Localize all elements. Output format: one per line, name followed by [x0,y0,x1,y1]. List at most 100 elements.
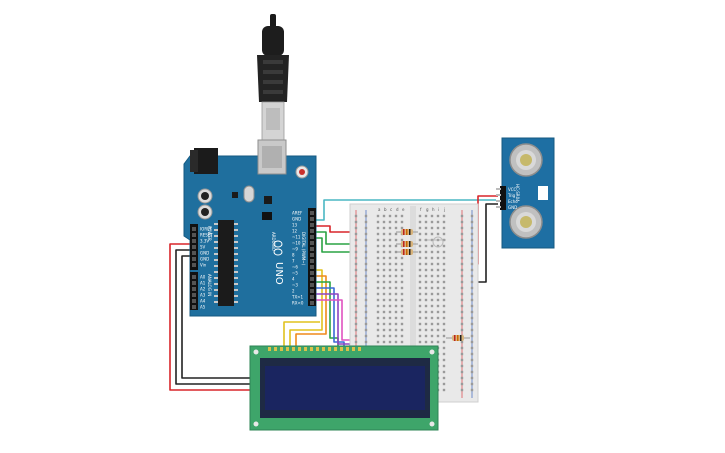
lcd-pin[interactable] [304,347,307,351]
breadboard-hole [364,262,368,266]
power-pin[interactable] [192,227,196,231]
breadboard-hole [400,316,404,320]
lcd-pin[interactable] [334,347,337,351]
sensor-pin-label: Trig [507,193,516,198]
wire-gnd-black-2 [181,255,250,379]
breadboard-hole [460,310,464,314]
lcd-pin[interactable] [310,347,313,351]
chip-leg [234,235,238,237]
analog-pin-label: A0 [200,275,206,280]
digital-pin[interactable] [310,301,314,305]
analog-pin[interactable] [192,287,196,291]
breadboard-hole [442,358,446,362]
breadboard-hole [418,238,422,242]
digital-pin[interactable] [310,277,314,281]
power-pin[interactable] [192,257,196,261]
analog-pin[interactable] [192,281,196,285]
digital-pin[interactable] [310,235,314,239]
breadboard-hole [470,316,474,320]
power-pin[interactable] [192,239,196,243]
breadboard-hole [436,310,440,314]
wire-orange-lcd [295,275,327,348]
power-pin[interactable] [192,263,196,267]
lcd-pin[interactable] [280,347,283,351]
breadboard-hole [442,370,446,374]
chip-leg [214,271,218,273]
breadboard-hole [388,340,392,344]
digital-pin[interactable] [310,223,314,227]
analog-pin[interactable] [192,305,196,309]
breadboard-hole [382,238,386,242]
lcd-pin[interactable] [340,347,343,351]
breadboard-hole [460,352,464,356]
digital-pin-label: 13 [292,223,298,228]
breadboard-hole [442,256,446,260]
digital-pin[interactable] [310,283,314,287]
breadboard-hole [382,250,386,254]
lcd-pin[interactable] [286,347,289,351]
breadboard-hole [460,226,464,230]
breadboard-hole [400,328,404,332]
analog-pin[interactable] [192,293,196,297]
breadboard-hole [400,214,404,218]
sensor-pin[interactable] [496,194,501,196]
digital-pin[interactable] [310,247,314,251]
sensor-pin[interactable] [496,206,501,208]
sensor-pin[interactable] [496,188,501,190]
digital-pin[interactable] [310,271,314,275]
analog-pin[interactable] [192,299,196,303]
breadboard-hole [388,244,392,248]
power-pin[interactable] [192,233,196,237]
digital-pin[interactable] [310,241,314,245]
breadboard-hole [460,280,464,284]
power-pin[interactable] [192,251,196,255]
breadboard-hole [424,244,428,248]
digital-pin[interactable] [310,259,314,263]
lcd-pin[interactable] [268,347,271,351]
digital-pin[interactable] [310,229,314,233]
breadboard-hole [442,382,446,386]
digital-pin[interactable] [310,253,314,257]
chip-leg [234,223,238,225]
breadboard-hole [376,220,380,224]
lcd-pin[interactable] [316,347,319,351]
lcd-pin[interactable] [358,347,361,351]
usb-cable [257,14,289,141]
digital-pin[interactable] [310,211,314,215]
chip-leg [214,289,218,291]
power-pin-label: Vin [200,263,207,268]
lcd-pin[interactable] [298,347,301,351]
breadboard-hole [424,256,428,260]
breadboard-hole [470,256,474,260]
digital-pin[interactable] [310,289,314,293]
power-pin-label: RESET [200,233,213,238]
breadboard-hole [442,328,446,332]
digital-pin[interactable] [310,295,314,299]
sensor-pin[interactable] [496,200,501,202]
lcd-pin[interactable] [292,347,295,351]
lcd-pin[interactable] [346,347,349,351]
digital-pin[interactable] [310,265,314,269]
breadboard-hole [430,316,434,320]
breadboard-hole [430,268,434,272]
breadboard-hole [394,220,398,224]
breadboard-hole [430,322,434,326]
breadboard-hole [418,262,422,266]
breadboard-hole [376,226,380,230]
breadboard-hole [436,286,440,290]
breadboard-hole [470,376,474,380]
digital-pin-label: RX<0 [292,301,304,306]
breadboard-hole [424,268,428,272]
chip-leg [234,259,238,261]
breadboard-hole [400,292,404,296]
breadboard-hole [436,280,440,284]
analog-pin[interactable] [192,275,196,279]
breadboard-hole [394,340,398,344]
power-pin[interactable] [192,245,196,249]
digital-pin[interactable] [310,217,314,221]
lcd-pin[interactable] [322,347,325,351]
lcd-pin[interactable] [352,347,355,351]
lcd-pin[interactable] [274,347,277,351]
lcd-pin[interactable] [328,347,331,351]
